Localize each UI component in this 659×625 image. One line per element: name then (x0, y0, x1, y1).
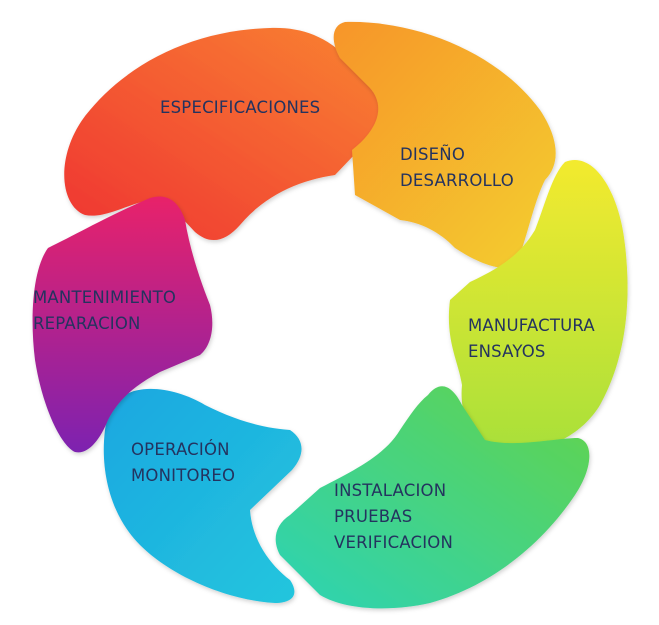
segment-instalacion-line-2: PRUEBAS (334, 507, 412, 526)
segment-manufactura-label: MANUFACTURA ENSAYOS (468, 316, 600, 361)
segment-mantenimiento-line-1: MANTENIMIENTO (33, 288, 176, 307)
segment-manufactura-line-2: ENSAYOS (468, 342, 546, 361)
segment-especificaciones-line-1: ESPECIFICACIONES (160, 98, 320, 117)
segment-manufactura-shape (448, 160, 628, 450)
segment-instalacion-line-3: VERIFICACION (334, 533, 453, 552)
segment-instalacion-label: INSTALACION PRUEBAS VERIFICACION (334, 481, 453, 552)
segment-diseno-line-2: DESARROLLO (400, 171, 514, 190)
segment-diseno-shape (333, 21, 556, 269)
segment-operacion: OPERACIÓN MONITOREO (103, 388, 302, 603)
segment-manufactura-line-1: MANUFACTURA (468, 316, 595, 335)
segment-diseno-line-1: DISEÑO (400, 145, 465, 164)
segment-especificaciones-label: ESPECIFICACIONES (160, 98, 320, 117)
segment-mantenimiento-line-2: REPARACION (33, 314, 141, 333)
segment-instalacion: INSTALACION PRUEBAS VERIFICACION (275, 386, 590, 609)
segment-instalacion-line-1: INSTALACION (334, 481, 446, 500)
segment-diseno: DISEÑO DESARROLLO (333, 21, 556, 269)
segment-instalacion-shape (275, 386, 590, 609)
segment-especificaciones-shape (64, 27, 386, 241)
segment-mantenimiento-shape (32, 196, 213, 453)
segment-mantenimiento-label: MANTENIMIENTO REPARACION (33, 288, 182, 333)
segment-operacion-label: OPERACIÓN MONITOREO (131, 440, 235, 485)
segment-especificaciones: ESPECIFICACIONES (64, 27, 386, 241)
segment-manufactura: MANUFACTURA ENSAYOS (448, 160, 628, 450)
segment-operacion-shape (103, 388, 302, 603)
segment-mantenimiento: MANTENIMIENTO REPARACION (32, 196, 213, 453)
segment-operacion-line-2: MONITOREO (131, 466, 235, 485)
segment-diseno-label: DISEÑO DESARROLLO (400, 145, 514, 190)
segment-operacion-line-1: OPERACIÓN (131, 440, 230, 459)
